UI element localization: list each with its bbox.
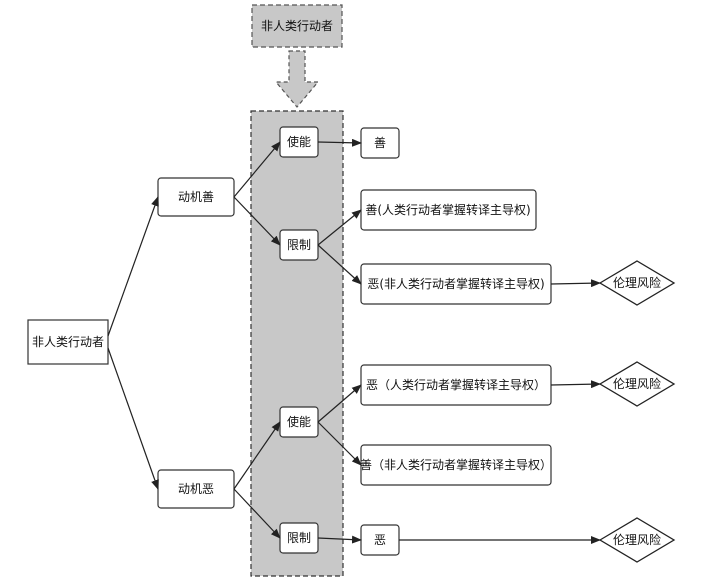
risk-diamond-2 bbox=[598, 361, 676, 407]
edge-evil-to-enable bbox=[233, 421, 281, 490]
risk-diamond-3 bbox=[598, 517, 676, 563]
edge-enable1-to-good bbox=[317, 138, 362, 147]
limit-label-2: 限制 bbox=[287, 531, 311, 545]
edge-root-to-good bbox=[107, 196, 159, 337]
edge-limit2-to-evil bbox=[317, 535, 362, 544]
outcome-good-human-label: 善(人类行动者掌握转译主导权) bbox=[365, 202, 530, 217]
outcome-good-nonhuman-label: 善（非人类行动者掌握转译主导权） bbox=[360, 457, 552, 472]
limit-label-1: 限制 bbox=[287, 238, 311, 252]
risk-label-2: 伦理风险 bbox=[613, 376, 661, 391]
outcome-evil-human-label: 恶（人类行动者掌握转译主导权） bbox=[366, 377, 546, 392]
enable-label-1: 使能 bbox=[287, 134, 311, 149]
risk-label-3: 伦理风险 bbox=[613, 532, 661, 547]
edge-limit1-to-goodhuman bbox=[317, 209, 362, 246]
edge-good-to-limit bbox=[233, 196, 281, 246]
enable-label-2: 使能 bbox=[287, 414, 311, 429]
outcome-evil-nonhuman-label: 恶(非人类行动者掌握转译主导权) bbox=[367, 276, 544, 291]
edge-enable2-to-evilhuman bbox=[317, 384, 362, 423]
top-actor-box bbox=[251, 4, 343, 48]
outcome-good-1-label: 善 bbox=[374, 135, 386, 150]
root-node bbox=[27, 319, 109, 365]
risk-diamond-1 bbox=[598, 260, 676, 306]
top-actor-label: 非人类行动者 bbox=[261, 19, 333, 33]
edge-to-risk-2 bbox=[550, 380, 601, 389]
risk-label-1: 伦理风险 bbox=[613, 275, 661, 290]
edge-enable2-to-goodnonhuman bbox=[317, 421, 362, 466]
edge-good-to-enable bbox=[233, 141, 281, 198]
big-down-arrow bbox=[274, 50, 320, 108]
outcome-evil-3-label: 恶 bbox=[374, 533, 386, 547]
edge-limit1-to-evilnonhuman bbox=[317, 244, 362, 285]
mediation-band bbox=[250, 110, 344, 577]
motive-evil-label: 动机恶 bbox=[178, 482, 214, 496]
motive-good-label: 动机善 bbox=[178, 189, 214, 204]
root-label: 非人类行动者 bbox=[32, 335, 104, 349]
edge-to-risk-1 bbox=[550, 279, 601, 288]
edge-root-to-evil bbox=[107, 347, 159, 490]
edge-evil-to-limit bbox=[233, 488, 281, 539]
